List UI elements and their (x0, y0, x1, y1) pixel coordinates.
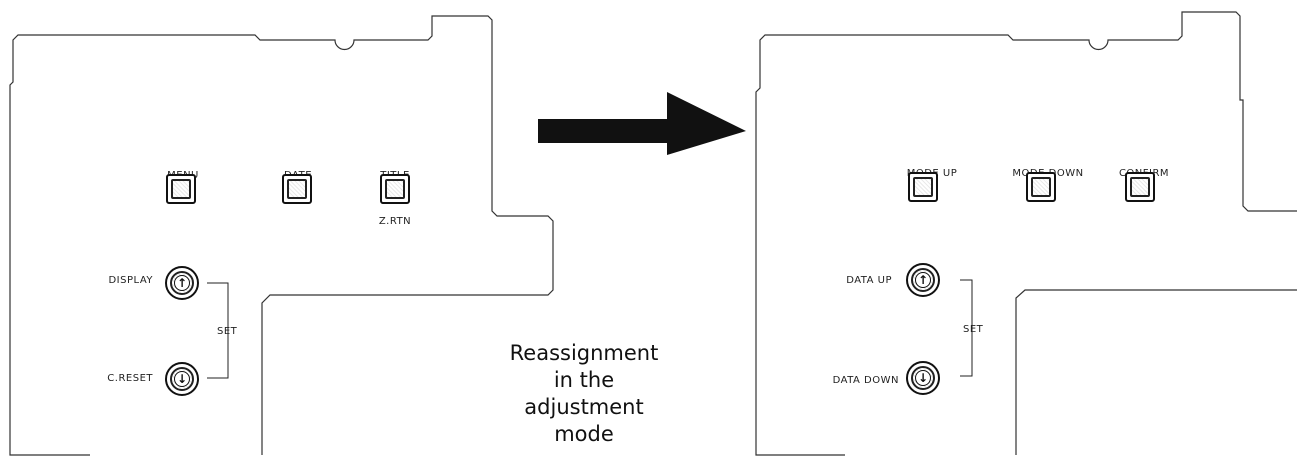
data-down-label: DATA DOWN (832, 375, 899, 386)
display-up-button[interactable]: ↑ (165, 266, 199, 300)
up-arrow-icon: ↑ (174, 275, 190, 291)
caption: Reassignment in the adjustment mode (499, 340, 669, 448)
caption-line: Reassignment (509, 341, 659, 365)
right-panel-outline (755, 11, 1297, 456)
caption-line: adjustment mode (524, 395, 644, 446)
c-reset-down-button[interactable]: ↓ (165, 362, 199, 396)
down-arrow-icon: ↓ (174, 371, 190, 387)
caption-line: in the (553, 368, 615, 392)
left-panel-outline (9, 15, 554, 456)
confirm-button[interactable] (1125, 172, 1155, 202)
set-label: SET (217, 326, 238, 337)
set-label: SET (963, 324, 984, 335)
data-down-button[interactable]: ↓ (906, 361, 940, 395)
title-button[interactable] (380, 174, 410, 204)
date-button[interactable] (282, 174, 312, 204)
mode-up-button[interactable] (908, 172, 938, 202)
up-arrow-icon: ↑ (915, 272, 931, 288)
mode-down-button[interactable] (1026, 172, 1056, 202)
z-rtn-label: Z.RTN (378, 216, 412, 227)
display-label: DISPLAY (108, 275, 153, 286)
down-arrow-icon: ↓ (915, 370, 931, 386)
c-reset-label: C.RESET (107, 373, 153, 384)
data-up-button[interactable]: ↑ (906, 263, 940, 297)
menu-button[interactable] (166, 174, 196, 204)
right-arrow-icon (538, 92, 746, 155)
data-up-label: DATA UP (846, 275, 892, 286)
